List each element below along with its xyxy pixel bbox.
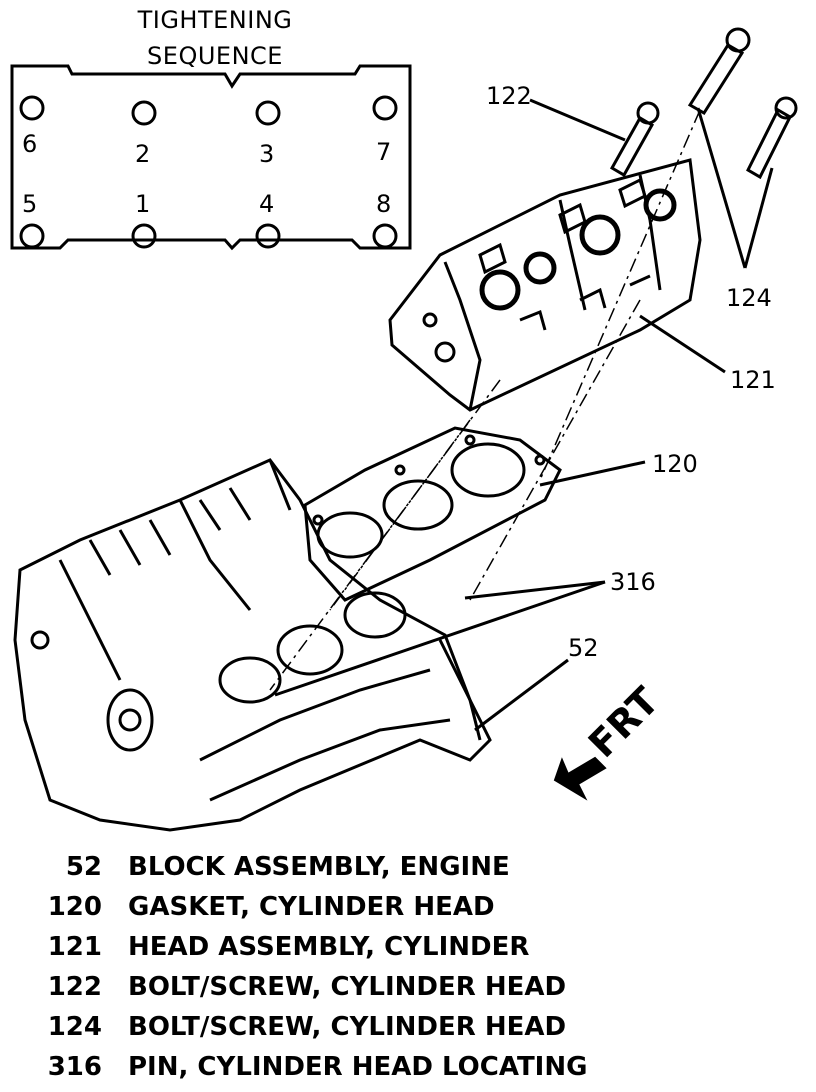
sequence-number: 2 bbox=[135, 140, 151, 168]
legend-number: 121 bbox=[47, 932, 102, 962]
tightening-sequence-plate bbox=[10, 64, 412, 251]
legend-description: GASKET, CYLINDER HEAD bbox=[128, 892, 495, 922]
legend-item: 122 BOLT/SCREW, CYLINDER HEAD bbox=[40, 972, 660, 1012]
parts-legend: 52 BLOCK ASSEMBLY, ENGINE 120 GASKET, CY… bbox=[40, 852, 660, 1092]
sequence-number: 5 bbox=[22, 190, 38, 218]
legend-description: BOLT/SCREW, CYLINDER HEAD bbox=[128, 1012, 567, 1042]
legend-number: 316 bbox=[47, 1052, 102, 1082]
callout-124: 124 bbox=[726, 284, 772, 312]
sequence-number: 4 bbox=[259, 190, 275, 218]
cylinder-head-gasket bbox=[303, 426, 562, 602]
callout-122: 122 bbox=[486, 82, 532, 110]
legend-number: 120 bbox=[47, 892, 102, 922]
head-bolt-124-a bbox=[687, 27, 751, 116]
alignment-lines bbox=[269, 109, 701, 691]
legend-number: 122 bbox=[47, 972, 102, 1002]
sequence-title-line1: TIGHTENING bbox=[137, 6, 293, 34]
callout-316: 316 bbox=[610, 568, 656, 596]
legend-item: 121 HEAD ASSEMBLY, CYLINDER bbox=[40, 932, 660, 972]
leader-lines bbox=[274, 98, 774, 732]
head-bolt-124-b bbox=[746, 96, 798, 180]
legend-description: BLOCK ASSEMBLY, ENGINE bbox=[128, 852, 510, 882]
legend-description: HEAD ASSEMBLY, CYLINDER bbox=[128, 932, 530, 962]
front-arrow-icon bbox=[553, 756, 607, 801]
callout-52: 52 bbox=[568, 634, 599, 662]
sequence-number: 8 bbox=[376, 190, 392, 218]
legend-item: 120 GASKET, CYLINDER HEAD bbox=[40, 892, 660, 932]
cylinder-head-assembly bbox=[388, 158, 702, 412]
sequence-title-line2: SEQUENCE bbox=[147, 42, 283, 70]
legend-number: 52 bbox=[65, 852, 102, 882]
callout-121: 121 bbox=[730, 366, 776, 394]
sequence-number: 6 bbox=[22, 130, 38, 158]
sequence-number: 3 bbox=[259, 140, 275, 168]
sequence-number: 7 bbox=[376, 138, 392, 166]
legend-number: 124 bbox=[47, 1012, 102, 1042]
head-bolt-122 bbox=[609, 101, 660, 178]
legend-item: 52 BLOCK ASSEMBLY, ENGINE bbox=[40, 852, 660, 892]
legend-description: PIN, CYLINDER HEAD LOCATING bbox=[128, 1052, 588, 1082]
legend-item: 124 BOLT/SCREW, CYLINDER HEAD bbox=[40, 1012, 660, 1052]
engine-block-assembly bbox=[13, 458, 492, 832]
legend-item: 316 PIN, CYLINDER HEAD LOCATING bbox=[40, 1052, 660, 1092]
legend-description: BOLT/SCREW, CYLINDER HEAD bbox=[128, 972, 567, 1002]
sequence-number: 1 bbox=[135, 190, 151, 218]
callout-120: 120 bbox=[652, 450, 698, 478]
